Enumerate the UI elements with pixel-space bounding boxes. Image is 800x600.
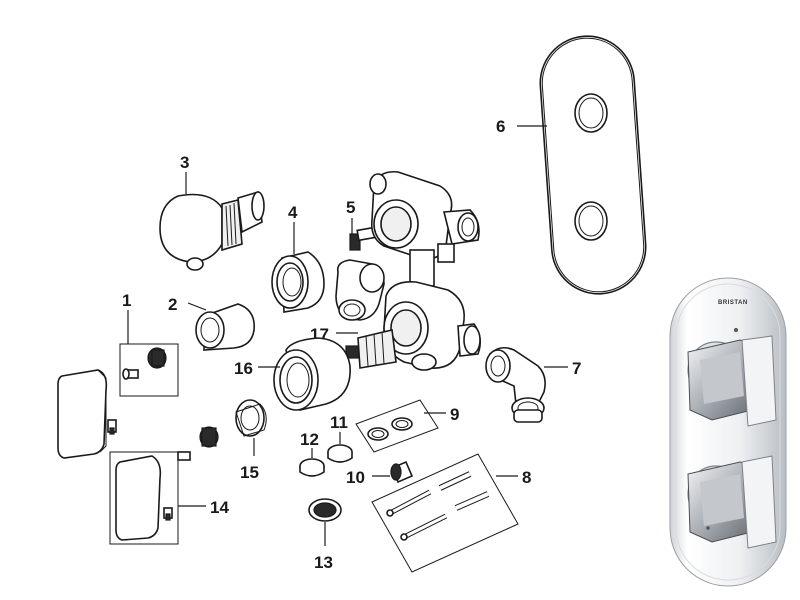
callout-9: 9: [450, 405, 459, 424]
part-8-fixing-kit: [371, 453, 519, 573]
part-15-ring: [235, 399, 267, 437]
callout-5: 5: [346, 198, 355, 217]
part-14-boxed-handle: [109, 451, 179, 545]
part-1-screw-kit: [119, 343, 179, 397]
callout-7: 7: [572, 359, 581, 378]
callout-16: 16: [234, 359, 253, 378]
callout-15: 15: [240, 463, 259, 482]
callout-1: 1: [122, 291, 131, 310]
part-17-cartridge: [345, 329, 397, 369]
callout-3: 3: [180, 153, 189, 172]
valve-body-upper: [369, 170, 480, 287]
part-12-cap: [299, 458, 325, 477]
part-7-elbow: [485, 346, 546, 423]
callout-6: 6: [496, 117, 505, 136]
callout-12: 12: [300, 430, 319, 449]
callout-4: 4: [288, 203, 298, 222]
part-11-cap: [327, 444, 353, 463]
assembled-product-view: BRISTAN: [669, 277, 787, 587]
callout-14: 14: [210, 498, 229, 517]
part-3-wall-outlet: [159, 190, 265, 271]
callout-2: 2: [168, 295, 177, 314]
part-13-washer: [308, 498, 342, 522]
control-handle-left: [57, 369, 117, 459]
callout-11: 11: [330, 413, 348, 432]
loose-screw-insert: [177, 426, 219, 461]
callout-10: 10: [346, 468, 365, 487]
leader-2: [187, 302, 207, 311]
part-2-sleeve: [195, 303, 255, 351]
brand-logo-text: BRISTAN: [718, 300, 748, 306]
part-9-o-rings: [355, 399, 439, 453]
callout-8: 8: [522, 468, 531, 487]
part-6-back-plate: [539, 35, 647, 295]
part-10-fitting: [390, 460, 414, 484]
part-4-nut: [271, 251, 325, 313]
valve-body-lower: [335, 259, 482, 371]
callout-13: 13: [314, 553, 333, 572]
part-16-shroud: [273, 337, 351, 411]
